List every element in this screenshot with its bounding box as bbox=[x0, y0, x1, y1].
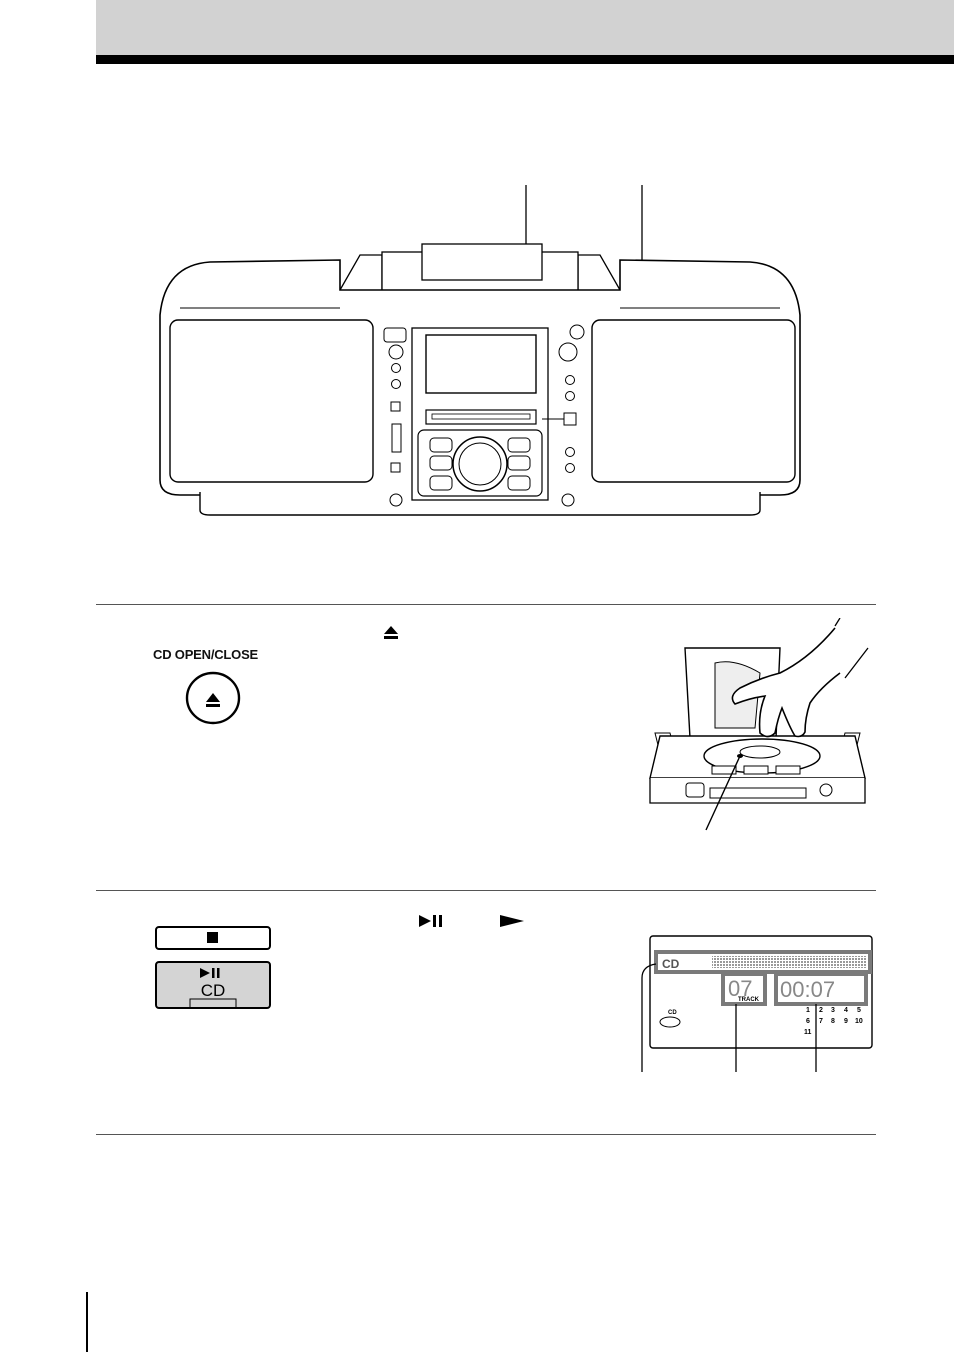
play-pause-icon bbox=[419, 915, 431, 927]
cd-play-button-label: CD bbox=[201, 981, 226, 1000]
stop-and-play-buttons: CD bbox=[155, 926, 271, 1009]
callout-line-cd bbox=[705, 755, 741, 831]
calendar-7: 7 bbox=[819, 1018, 823, 1025]
calendar-3: 3 bbox=[831, 1007, 835, 1014]
left-speaker bbox=[169, 319, 374, 483]
section-rule-1 bbox=[96, 604, 876, 605]
eject-icon bbox=[206, 693, 220, 702]
play-symbols bbox=[419, 915, 524, 927]
section-rule-2 bbox=[96, 890, 876, 891]
calendar-8: 8 bbox=[831, 1018, 835, 1025]
track-number: 07 bbox=[728, 976, 752, 1001]
calendar-1: 1 bbox=[806, 1007, 810, 1014]
cd-icon-label: CD bbox=[668, 1010, 677, 1016]
boombox-illustration bbox=[159, 185, 801, 516]
stop-icon bbox=[207, 932, 218, 943]
track-highlight bbox=[721, 972, 767, 1006]
play-pause-icon bbox=[200, 968, 210, 978]
calendar-6: 6 bbox=[806, 1018, 810, 1025]
playing-time: 00:07 bbox=[780, 977, 835, 1002]
cassette-window bbox=[425, 334, 537, 394]
page-margin-line bbox=[86, 1292, 88, 1352]
header-band bbox=[96, 0, 954, 55]
cd-open-close-button[interactable] bbox=[184, 670, 244, 726]
track-label: TRACK bbox=[738, 997, 760, 1003]
calendar-9: 9 bbox=[844, 1018, 848, 1025]
cd-icon bbox=[659, 1016, 681, 1028]
insert-cd-illustration bbox=[649, 618, 869, 831]
header-rule bbox=[96, 55, 954, 64]
right-speaker bbox=[591, 319, 796, 483]
play-icon bbox=[500, 915, 524, 927]
cd-display-illustration: CD 07 TRACK 00:07 CD 1 2 3 4 5 6 7 8 9 1… bbox=[641, 935, 873, 1072]
calendar-10: 10 bbox=[855, 1018, 863, 1025]
section-rule-3 bbox=[96, 1134, 876, 1135]
calendar-5: 5 bbox=[857, 1007, 861, 1014]
cd-open-close-label: CD OPEN/CLOSE bbox=[153, 647, 259, 662]
calendar-11: 11 bbox=[804, 1029, 812, 1036]
calendar-2: 2 bbox=[819, 1007, 823, 1014]
calendar-4: 4 bbox=[844, 1007, 848, 1014]
time-highlight bbox=[774, 972, 868, 1006]
display-text-segment: CD bbox=[662, 957, 680, 971]
callout-line-text bbox=[641, 963, 657, 1072]
eject-icon bbox=[384, 626, 398, 639]
